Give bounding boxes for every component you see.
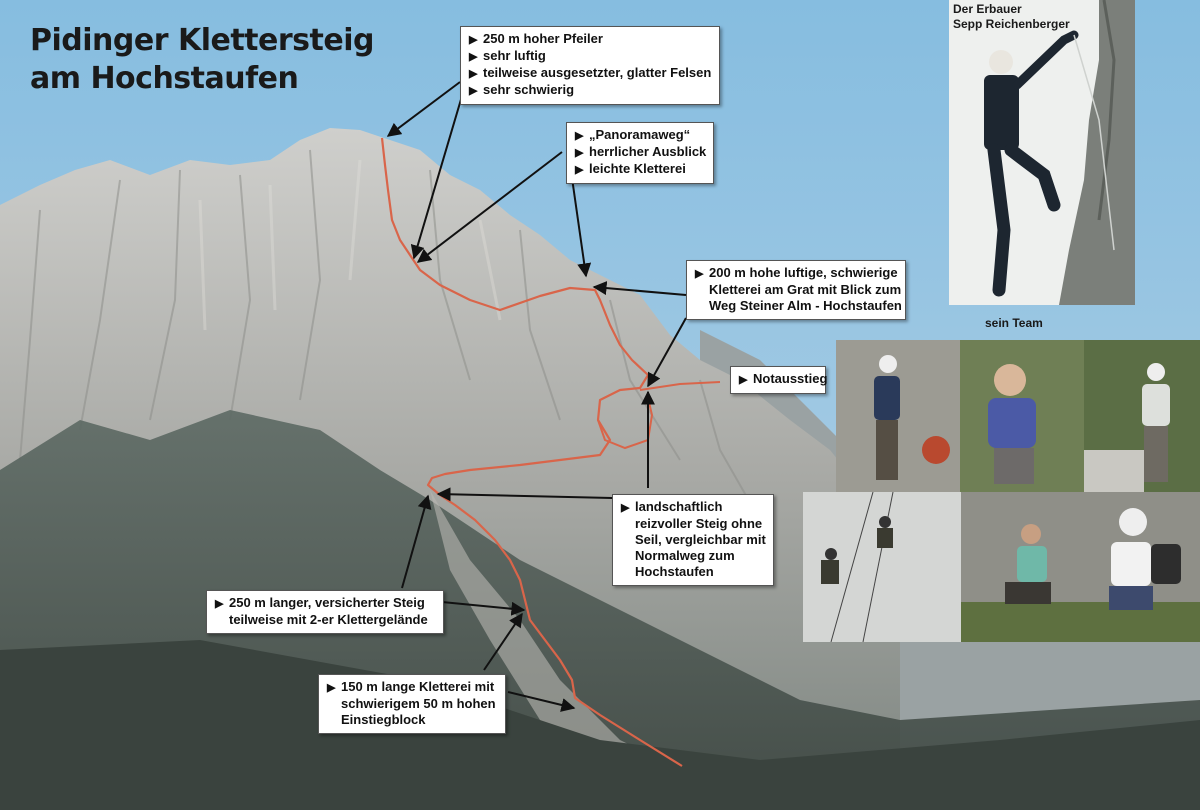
callout-text: „Panoramaweg“ xyxy=(589,127,691,142)
pointer-right-icon: ▶ xyxy=(327,682,336,694)
team-photo-3 xyxy=(1084,340,1200,492)
pointer-right-icon: ▶ xyxy=(575,147,584,159)
pointer-right-icon: ▶ xyxy=(621,502,630,514)
callout-notausstieg: ▶ Notausstieg xyxy=(730,366,828,394)
team-photo-2 xyxy=(960,340,1084,492)
pointer-right-icon: ▶ xyxy=(739,374,748,386)
callout-text: herrlicher Ausblick xyxy=(589,144,707,159)
callout-text: Normalweg zum xyxy=(635,548,735,563)
callout-panoramaweg: ▶ „Panoramaweg“ ▶ herrlicher Ausblick ▶ lei… xyxy=(566,122,714,184)
callout-text: reizvoller Steig ohne xyxy=(635,516,763,531)
scree-gully xyxy=(430,490,680,770)
route-loop xyxy=(597,397,654,450)
callout-landschaftlich: ▶ landschaftlich reizvoller Steig ohne Se… xyxy=(612,494,774,586)
team-photo-4 xyxy=(803,492,961,642)
builder-line-1: Der Erbauer xyxy=(953,2,1022,16)
builder-caption: Der Erbauer Sepp Reichenberger xyxy=(953,2,1070,32)
callout-grat: ▶ 200 m hohe luftige, schwierige Klettere… xyxy=(686,260,906,320)
climbing-route xyxy=(380,137,683,767)
rappelling-illustration xyxy=(803,492,961,642)
callout-text: landschaftlich xyxy=(635,499,723,514)
emergency-exit-route xyxy=(639,381,721,391)
team-member-illustration xyxy=(1084,340,1200,492)
callout-text: 200 m hohe luftige, schwierige xyxy=(709,265,898,280)
callout-text: teilweise ausgesetzter, glatter Felsen xyxy=(483,65,712,80)
callout-text: Weg Steiner Alm - Hochstaufen xyxy=(709,298,902,313)
team-members-illustration xyxy=(961,492,1200,642)
pointer-right-icon: ▶ xyxy=(575,164,584,176)
climber-illustration xyxy=(984,0,1135,305)
callout-text: sehr luftig xyxy=(483,48,546,63)
pointer-right-icon: ▶ xyxy=(695,268,704,280)
callout-text: sehr schwierig xyxy=(483,82,575,97)
pointer-right-icon: ▶ xyxy=(469,51,478,63)
title-line-1: Pidinger Klettersteig xyxy=(30,23,374,58)
helmet xyxy=(989,50,1013,74)
team-member-illustration xyxy=(836,340,960,492)
pointer-arrows xyxy=(386,81,687,712)
page-title: Pidinger Klettersteig am Hochstaufen xyxy=(30,22,374,98)
builder-photo xyxy=(949,0,1135,305)
foreground-forest xyxy=(0,640,1200,810)
callout-text: Hochstaufen xyxy=(635,564,714,579)
callout-text: leichte Kletterei xyxy=(589,161,686,176)
callout-einstieg: ▶ 150 m lange Kletterei mit schwierigem 5… xyxy=(318,674,506,734)
pointer-right-icon: ▶ xyxy=(469,85,478,97)
team-caption: sein Team xyxy=(985,316,1043,330)
title-line-2: am Hochstaufen xyxy=(30,61,299,96)
callout-text: teilweise mit 2-er Klettergelände xyxy=(229,612,428,627)
rock-highlights xyxy=(198,159,502,331)
callout-text: schwierigem 50 m hohen xyxy=(341,696,496,711)
callout-text: 250 m langer, versicherter Steig xyxy=(229,595,425,610)
callout-text: Einstiegblock xyxy=(341,712,426,727)
callout-steig: ▶ 250 m langer, versicherter Steig teilwe… xyxy=(206,590,444,634)
jacket xyxy=(984,75,1019,150)
builder-line-2: Sepp Reichenberger xyxy=(953,17,1070,31)
pointer-right-icon: ▶ xyxy=(469,34,478,46)
callout-text: Kletterei am Grat mit Blick zum xyxy=(709,282,902,297)
callout-pfeiler: ▶ 250 m hoher Pfeiler ▶ sehr luftig ▶ teilw… xyxy=(460,26,720,105)
pointer-right-icon: ▶ xyxy=(469,68,478,80)
team-member-illustration xyxy=(960,340,1084,492)
callout-text: Seil, vergleichbar mit xyxy=(635,532,766,547)
callout-text: Notausstieg xyxy=(753,371,828,386)
pointer-right-icon: ▶ xyxy=(215,598,224,610)
callout-text: 150 m lange Kletterei mit xyxy=(341,679,495,694)
team-photo-1 xyxy=(836,340,960,492)
team-photo-5 xyxy=(961,492,1200,642)
rock-texture xyxy=(19,149,761,521)
callout-text: 250 m hoher Pfeiler xyxy=(483,31,603,46)
pointer-right-icon: ▶ xyxy=(575,130,584,142)
